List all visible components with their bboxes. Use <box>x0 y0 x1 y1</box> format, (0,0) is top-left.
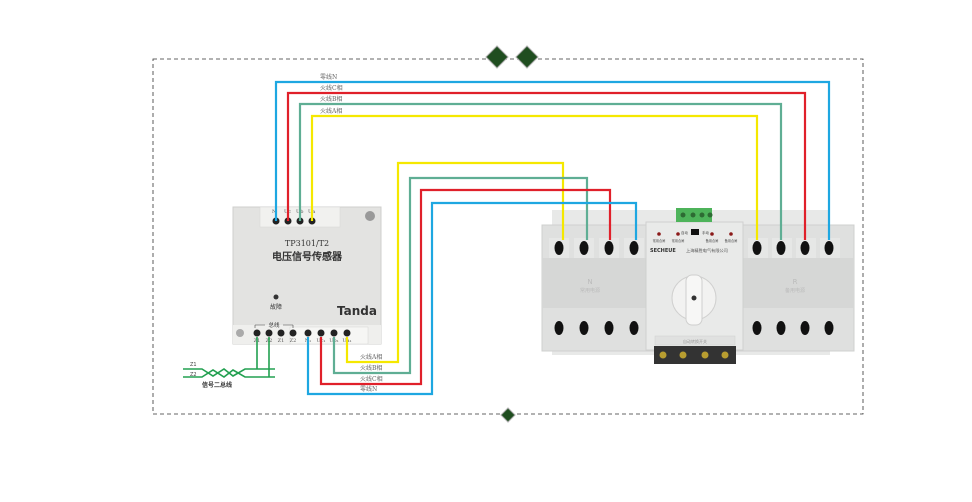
bottom-plate-label: 自动转换开关 <box>683 338 707 344</box>
wire-label-neutral-bottom: 零线N <box>360 385 377 393</box>
wire-phase-a-bottom <box>345 161 565 364</box>
indicator-led <box>729 232 733 236</box>
bus-caption: 信号二总线 <box>202 381 232 389</box>
bottom-terminals <box>253 329 351 337</box>
wire-phase-b-bottom <box>332 176 589 375</box>
switch-company: 上海精胜电气有限公司 <box>686 247 728 254</box>
wire-label-phase-a-bottom: 火线A相 <box>360 353 382 361</box>
mode-left: 自动 <box>681 230 689 235</box>
bottom-wires <box>306 161 638 396</box>
wire-phase-a-top <box>310 114 759 240</box>
transfer-switch: N 常用电源 R 备用电源 自动 手动 常用合闸 常用合闸 备用合闸 备用合闸 … <box>541 208 855 364</box>
bus-line-z1: Z1 <box>190 362 197 368</box>
wire-phase-c-bottom <box>319 188 612 386</box>
switch-brand: SECHEUE <box>650 248 676 254</box>
wire-label-phase-c-bottom: 火线C相 <box>360 375 383 383</box>
bus-line-z2: Z2 <box>190 372 197 378</box>
rotary-handle <box>671 274 717 326</box>
indicator-label: 常用合闸 <box>653 238 666 243</box>
terminal-label: N <box>272 209 277 215</box>
side-label-left: N <box>587 278 592 286</box>
bus-group-label: 总线 <box>268 321 280 329</box>
resize-handle-top-left[interactable] <box>485 45 509 69</box>
signal-bus <box>183 337 275 378</box>
resize-handle-top-right[interactable] <box>515 45 539 69</box>
line-terminals-left-top <box>549 238 644 258</box>
sensor-model: TP3101/T2 <box>285 239 329 248</box>
line-terminals-right-top <box>748 238 840 258</box>
wire-label-phase-b-bottom: 火线B相 <box>360 364 382 372</box>
indicator-label: 备用合闸 <box>725 238 738 243</box>
terminal-label: Z2 <box>290 338 297 344</box>
side-label-right: R <box>793 278 798 286</box>
load-terminals-left-bottom <box>554 321 639 335</box>
wire-label-phase-c-top: 火线C相 <box>320 84 343 92</box>
resize-handle-bottom[interactable] <box>500 407 516 423</box>
wire-neutral-bottom <box>306 201 638 396</box>
indicator-led <box>710 232 714 236</box>
wire-label-neutral-top: 零线N <box>320 73 337 81</box>
load-terminals-right-bottom <box>752 321 834 335</box>
mode-switch <box>691 229 699 235</box>
indicator-led <box>676 232 680 236</box>
top-wires <box>274 80 831 240</box>
neutral-terminal-block <box>654 346 736 364</box>
wire-label-phase-a-top: 火线A相 <box>320 107 342 115</box>
side-sub-right: 备用电源 <box>785 287 805 294</box>
side-sub-left: 常用电源 <box>580 287 600 294</box>
mounting-hole <box>236 329 244 337</box>
sensor-name: 电压信号传感器 <box>272 250 343 263</box>
terminal-label: Z1 <box>278 338 285 344</box>
mode-right: 手动 <box>702 230 710 235</box>
fault-label: 故障 <box>270 303 282 311</box>
wire-phase-c-top <box>286 91 807 240</box>
fault-led <box>273 294 279 300</box>
indicator-led <box>657 232 661 236</box>
wire-neutral-top <box>274 80 831 240</box>
voltage-sensor: N Uc Ub Ua TP3101/T2 电压信号传感器 故障 Tanda 总线… <box>232 206 382 345</box>
wire-label-phase-b-top: 火线B相 <box>320 95 342 103</box>
sensor-brand: Tanda <box>337 304 377 318</box>
wire-phase-b-top <box>298 102 783 240</box>
indicator-label: 常用合闸 <box>672 238 685 243</box>
mounting-hole <box>365 211 375 221</box>
indicator-label: 备用合闸 <box>706 238 719 243</box>
